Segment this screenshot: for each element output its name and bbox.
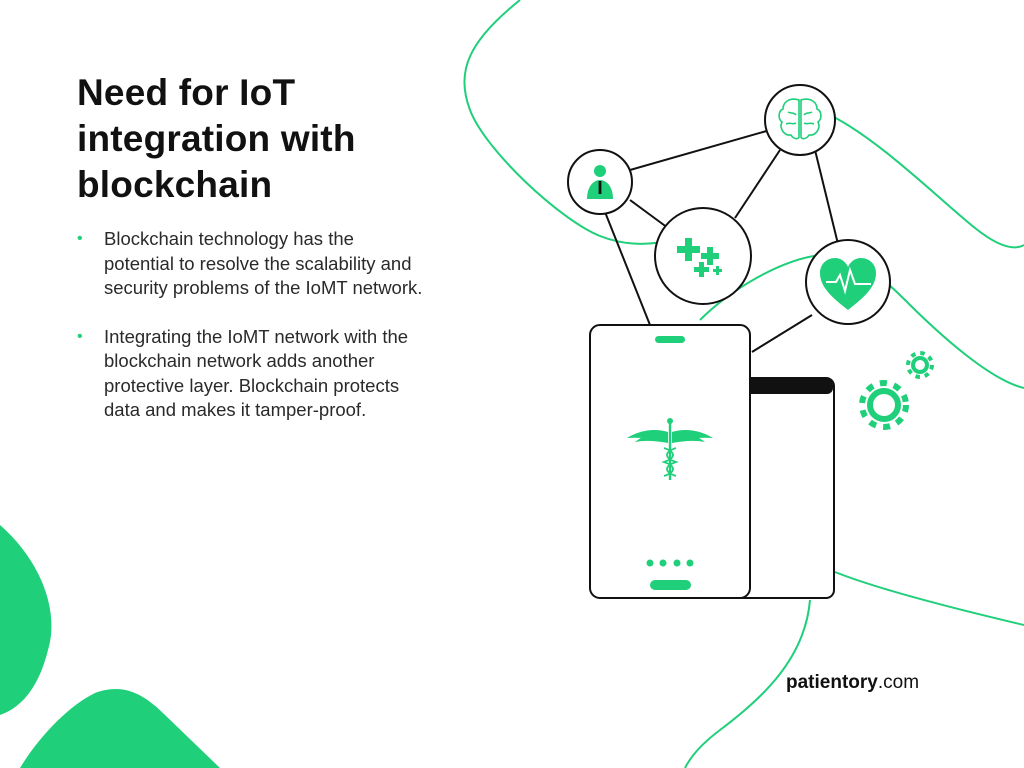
- bullet-item: • Integrating the IoMT network with the …: [77, 325, 427, 423]
- bullet-list: • Blockchain technology has the potentia…: [77, 227, 427, 447]
- brand-name: patientory: [786, 672, 878, 693]
- heart-node: [805, 239, 891, 325]
- bullet-marker: •: [77, 230, 83, 247]
- brain-node: [764, 84, 836, 156]
- heart-pulse-icon: [820, 258, 876, 310]
- green-blob-bottom: [20, 689, 220, 768]
- brain-icon: [778, 98, 822, 140]
- doctor-node: [567, 149, 633, 215]
- bullet-text: Integrating the IoMT network with the bl…: [104, 325, 409, 421]
- bullet-text: Blockchain technology has the potential …: [104, 228, 423, 298]
- brand-logo: patientory.com: [786, 672, 919, 694]
- phone-dots: [646, 559, 694, 567]
- page-title: Need for IoT integration with blockchain: [77, 72, 356, 205]
- bullet-marker: •: [77, 327, 83, 345]
- green-blob-left: [0, 525, 52, 715]
- doctor-icon: [587, 165, 613, 199]
- gear-icon: [859, 351, 934, 430]
- network-lines: [604, 129, 839, 353]
- decorative-lines: [463, 0, 1024, 768]
- brand-suffix: .com: [877, 672, 920, 693]
- front-phone: [589, 324, 751, 599]
- bullet-item: • Blockchain technology has the potentia…: [77, 227, 427, 301]
- medical-node: [654, 207, 752, 305]
- medical-crosses-icon: [677, 238, 722, 277]
